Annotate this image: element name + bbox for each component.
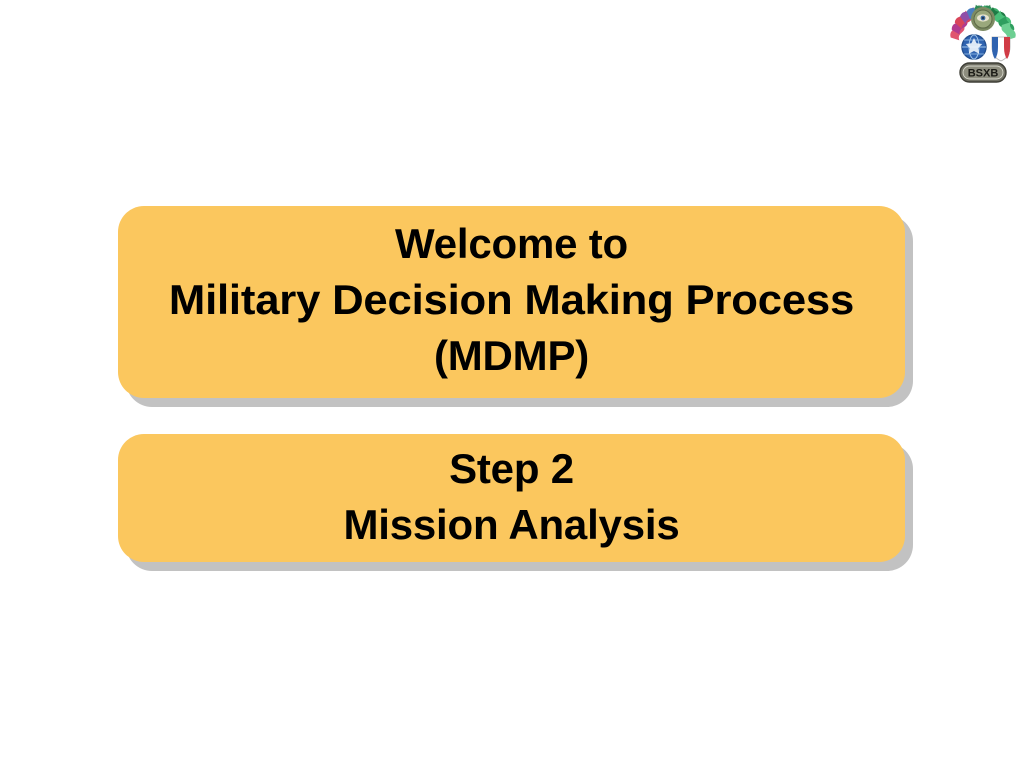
eagle-crest-icon xyxy=(971,7,995,31)
title-line-mdmp-full: Military Decision Making Process xyxy=(168,276,855,323)
globe-emblem-icon xyxy=(961,34,987,60)
title-callout-box: Welcome to Military Decision Making Proc… xyxy=(118,206,905,398)
step-line-name: Mission Analysis xyxy=(343,501,680,548)
title-line-welcome: Welcome to xyxy=(395,220,628,267)
step-line-number: Step 2 xyxy=(449,445,574,492)
step-callout-box: Step 2 Mission Analysis xyxy=(118,434,905,562)
bsxb-badge: BSXB xyxy=(959,62,1007,83)
bsxb-badge-text: BSXB xyxy=(968,67,999,79)
shield-emblem-icon xyxy=(991,36,1011,62)
unit-crest-logo: BSXB xyxy=(944,2,1022,86)
title-line-mdmp-abbreviation: (MDMP) xyxy=(433,332,590,379)
